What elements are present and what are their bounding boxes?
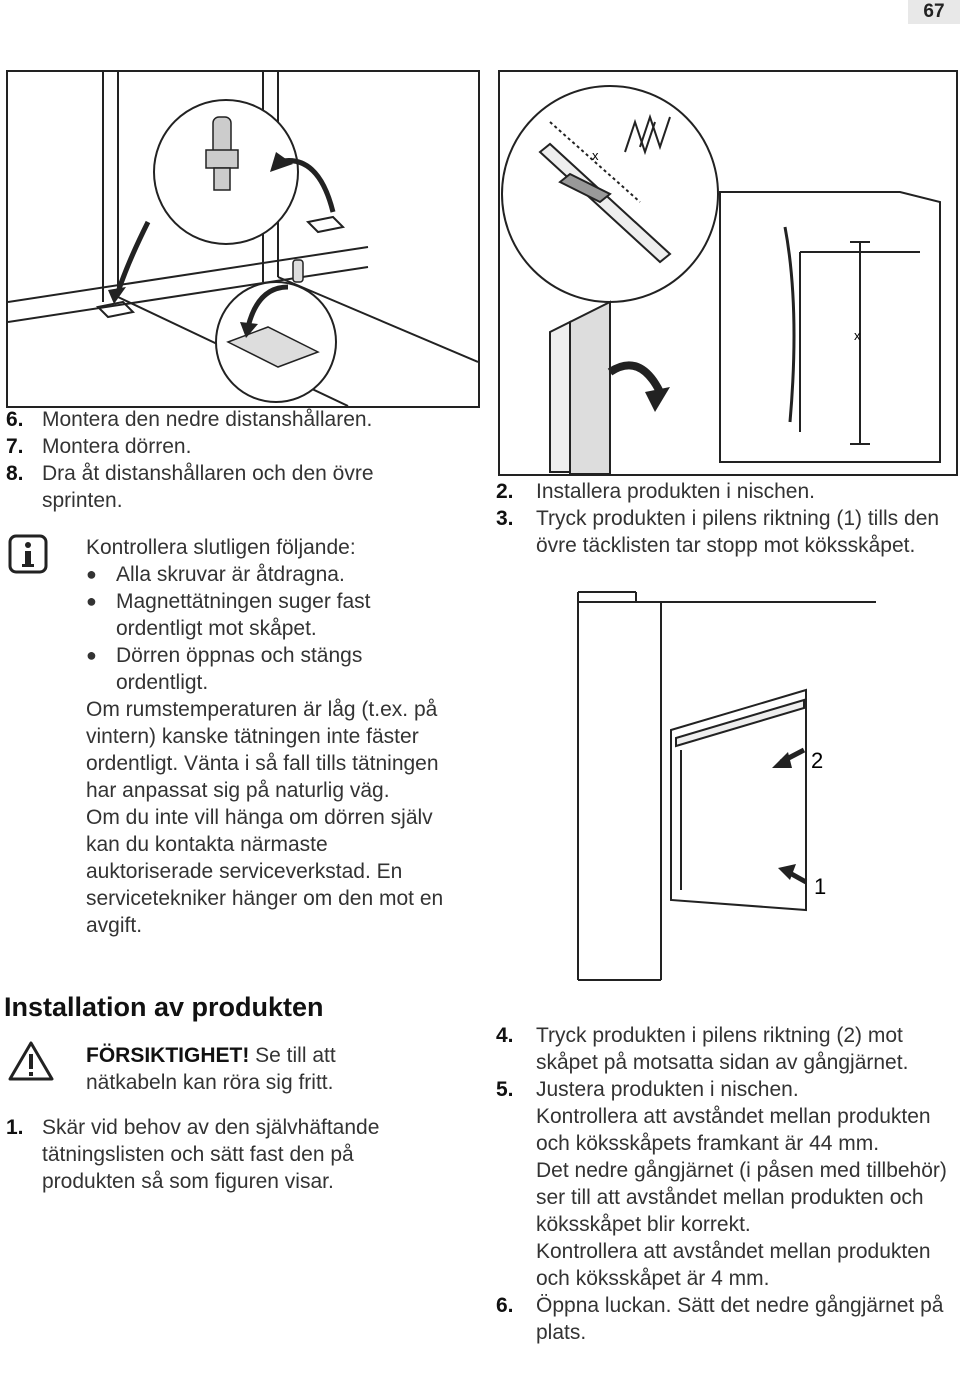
right-steps-bottom: 4.Tryck produkten i pilens riktning (2) …	[496, 1022, 958, 1346]
step-7-left: 7.Montera dörren.	[6, 435, 192, 458]
step-1: 1.Skär vid behov av den självhäftande tä…	[6, 1116, 380, 1193]
page-number: 67	[908, 0, 960, 24]
step-2: 2.Installera produkten i nischen.	[496, 480, 815, 503]
step-6-left: 6.Montera den nedre distanshållaren.	[6, 408, 373, 431]
right-steps-top: 2.Installera produkten i nischen. 3.Tryc…	[496, 478, 950, 559]
figure-appliance-niche: 2 1	[576, 590, 876, 982]
arrow-2-label: 2	[811, 748, 823, 773]
info-icon	[8, 534, 48, 574]
seal-strip-illustration: x x	[501, 85, 941, 474]
figure-door-spacer	[6, 70, 480, 408]
caution-note: FÖRSIKTIGHET! Se till att nätkabeln kan …	[86, 1042, 416, 1096]
x-label-side: x	[854, 328, 861, 343]
figure-seal-strip: x x	[498, 70, 958, 476]
bullet-item: ●Magnettätningen suger fast ordentligt m…	[86, 590, 371, 640]
bullet-item: ●Alla skruvar är åtdragna.	[86, 563, 345, 586]
bullet-item: ●Dörren öppnas och stängs ordentligt.	[86, 644, 363, 694]
caution-label: FÖRSIKTIGHET!	[86, 1044, 250, 1067]
step-8-left: 8.Dra åt distanshållaren och den övre sp…	[6, 462, 374, 512]
section-heading: Installation av produkten	[4, 992, 324, 1022]
left-steps: 6.Montera den nedre distanshållaren. 7.M…	[6, 406, 446, 514]
door-spacer-illustration	[8, 72, 478, 406]
step-5-detail: Kontrollera att avståndet mellan produkt…	[536, 1105, 931, 1155]
x-label-top: x	[592, 148, 599, 163]
step-6-right: 6.Öppna luckan. Sätt det nedre gångjärne…	[496, 1294, 944, 1344]
step-3: 3.Tryck produkten i pilens riktning (1) …	[496, 507, 940, 557]
info-paragraph: Om du inte vill hänga om dörren själv ka…	[86, 806, 444, 937]
info-intro: Kontrollera slutligen följande:	[86, 536, 356, 559]
caution-text: Se till att nätkabeln kan röra sig fritt…	[86, 1044, 336, 1094]
info-paragraph: Om rumstemperaturen är låg (t.ex. på vin…	[86, 698, 439, 802]
step-5: 5.Justera produkten i nischen.	[496, 1078, 799, 1101]
step-5-detail: Kontrollera att avståndet mellan produkt…	[536, 1240, 931, 1290]
step-5-detail: Det nedre gångjärnet (i påsen med tillbe…	[536, 1159, 947, 1236]
arrow-1-label: 1	[814, 874, 826, 899]
info-note: Kontrollera slutligen följande: ●Alla sk…	[86, 534, 446, 939]
appliance-niche-illustration: 2 1	[577, 591, 876, 981]
step-4: 4.Tryck produkten i pilens riktning (2) …	[496, 1024, 909, 1074]
warning-icon	[8, 1041, 54, 1081]
